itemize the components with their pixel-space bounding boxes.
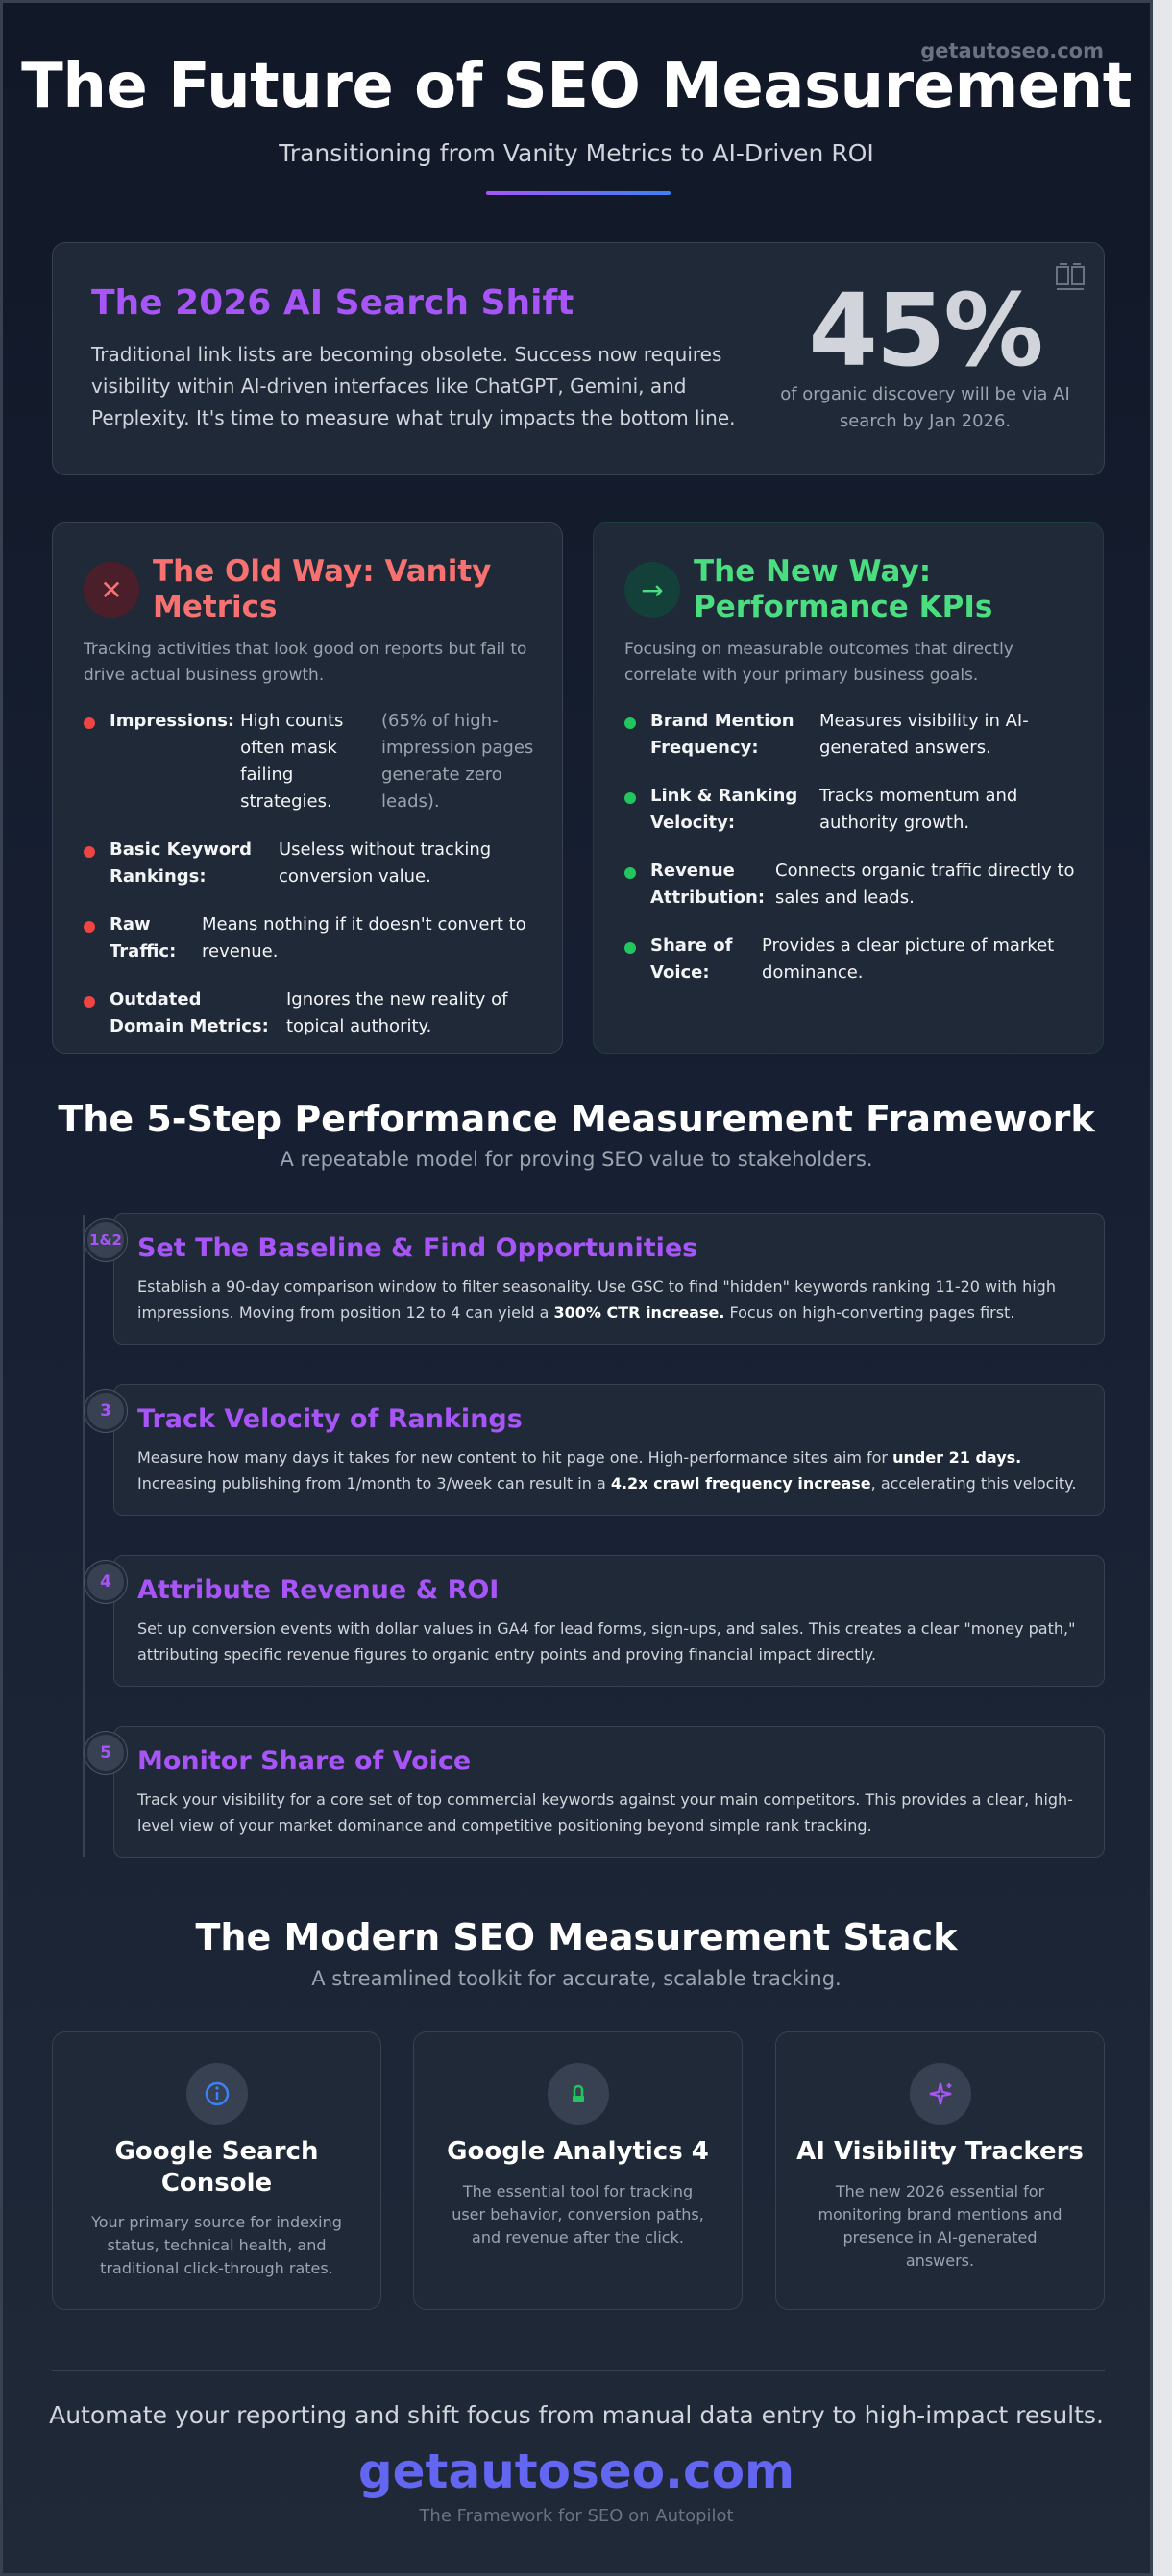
list-item: Raw Traffic: Means nothing if it doesn't… [84, 911, 535, 965]
page-title: The Future of SEO Measurement [21, 51, 1132, 122]
bullet-dot [84, 717, 95, 729]
step-card: Monitor Share of Voice Track your visibi… [113, 1726, 1105, 1858]
step-card: Track Velocity of Rankings Measure how m… [113, 1384, 1105, 1516]
step-badge: 4 [85, 1561, 127, 1603]
bullet-dot [624, 867, 636, 879]
footer-divider [52, 2370, 1105, 2371]
item-value: Provides a clear picture of market domin… [762, 936, 1055, 983]
old-way-title: The Old Way: Vanity Metrics [153, 554, 492, 624]
page-subtitle: Transitioning from Vanity Metrics to AI-… [279, 139, 874, 167]
new-way-list: Brand Mention Frequency: Measures visibi… [624, 708, 1076, 1008]
bullet-dot [84, 921, 95, 933]
sparkle-icon [910, 2063, 971, 2125]
step-body: Track your visibility for a core set of … [137, 1790, 1073, 1835]
item-label: Share of Voice: [650, 936, 733, 983]
bullet-dot [624, 792, 636, 804]
step-badge: 3 [85, 1390, 127, 1432]
page-scrollbar[interactable] [1153, 0, 1172, 2576]
new-way-title: The New Way: Performance KPIs [694, 554, 993, 624]
brand-top[interactable]: getautoseo.com [920, 39, 1104, 62]
stack-subtitle: A streamlined toolkit for accurate, scal… [311, 1967, 842, 1990]
step-title: Set The Baseline & Find Opportunities [137, 1233, 698, 1263]
item-label: Raw Traffic: [110, 914, 177, 961]
list-item: Revenue Attribution: Connects organic tr… [624, 858, 1076, 911]
tool-card-gsc: Google Search Console Your primary sourc… [52, 2031, 381, 2310]
bullet-dot [84, 846, 95, 858]
step-body: Establish a 90-day comparison window to … [137, 1277, 1056, 1322]
arrow-right-icon: → [624, 562, 680, 618]
item-label: Revenue Attribution: [650, 861, 766, 908]
footer-motto: The Framework for SEO on Autopilot [419, 2506, 734, 2526]
item-value: Useless without tracking conversion valu… [279, 839, 492, 887]
tool-description: Your primary source for indexing status,… [91, 2213, 342, 2277]
step-badge: 5 [85, 1732, 127, 1774]
list-item: Link & Ranking Velocity: Tracks momentum… [624, 783, 1076, 837]
bullet-dot [624, 717, 636, 729]
bullet-dot [84, 996, 95, 1008]
footer-brand-link[interactable]: getautoseo.com [357, 2443, 795, 2499]
info-icon [186, 2063, 248, 2125]
tool-title: Google Analytics 4 [447, 2137, 709, 2166]
timeline-line [83, 1215, 85, 1857]
item-value: Connects organic traffic directly to sal… [775, 861, 1075, 908]
tool-description: The essential tool for tracking user beh… [452, 2182, 704, 2247]
ai-shift-body: Traditional link lists are becoming obso… [91, 343, 736, 429]
item-value: Measures visibility in AI-generated answ… [819, 711, 1029, 758]
book-open-icon [1056, 263, 1085, 290]
step-body: Set up conversion events with dollar val… [137, 1619, 1076, 1664]
item-label: Brand Mention Frequency: [650, 711, 794, 758]
item-value: Tracks momentum and authority growth. [819, 786, 1018, 833]
list-item: Outdated Domain Metrics: Ignores the new… [84, 986, 535, 1040]
tool-title: AI Visibility Trackers [796, 2137, 1084, 2166]
step-card: Set The Baseline & Find Opportunities Es… [113, 1213, 1105, 1345]
list-item: Brand Mention Frequency: Measures visibi… [624, 708, 1076, 762]
new-way-card: → The New Way: Performance KPIs Focusing… [593, 522, 1104, 1054]
bullet-dot [624, 942, 636, 954]
tool-title: Google Search Console [114, 2137, 319, 2198]
stat-caption: of organic discovery will be via AI sear… [780, 384, 1070, 431]
framework-subtitle: A repeatable model for proving SEO value… [280, 1148, 873, 1171]
close-icon: ✕ [84, 562, 139, 618]
list-item: Basic Keyword Rankings: Useless without … [84, 837, 535, 890]
tool-card-ga4: Google Analytics 4 The essential tool fo… [413, 2031, 743, 2310]
ai-shift-title: The 2026 AI Search Shift [91, 283, 574, 323]
framework-title: The 5-Step Performance Measurement Frame… [58, 1098, 1095, 1140]
item-value: Means nothing if it doesn't convert to r… [202, 914, 526, 961]
step-body: Measure how many days it takes for new c… [137, 1448, 1077, 1493]
title-underline [486, 191, 671, 195]
item-value: High counts often mask failing strategie… [240, 711, 344, 812]
item-label: Impressions: [110, 711, 235, 731]
item-label: Link & Ranking Velocity: [650, 786, 798, 833]
item-label: Outdated Domain Metrics: [110, 989, 269, 1036]
step-title: Track Velocity of Rankings [137, 1404, 523, 1434]
item-note: (65% of high-impression pages generate z… [381, 711, 534, 812]
item-value: Ignores the new reality of topical autho… [286, 989, 508, 1036]
step-badge: 1&2 [85, 1219, 127, 1261]
step-title: Attribute Revenue & ROI [137, 1575, 500, 1605]
stack-title: The Modern SEO Measurement Stack [195, 1916, 958, 1958]
step-title: Monitor Share of Voice [137, 1746, 472, 1776]
ai-shift-card: The 2026 AI Search Shift Traditional lin… [52, 242, 1105, 475]
old-way-card: ✕ The Old Way: Vanity Metrics Tracking a… [52, 522, 563, 1054]
stat-value: 45% [808, 272, 1044, 389]
old-way-description: Tracking activities that look good on re… [84, 640, 527, 685]
tool-description: The new 2026 essential for monitoring br… [818, 2182, 1062, 2270]
analytics-icon [548, 2063, 609, 2125]
new-way-description: Focusing on measurable outcomes that dir… [624, 640, 1013, 685]
footer-tagline: Automate your reporting and shift focus … [49, 2401, 1104, 2429]
step-card: Attribute Revenue & ROI Set up conversio… [113, 1555, 1105, 1687]
list-item: Share of Voice: Provides a clear picture… [624, 933, 1076, 986]
old-way-list: Impressions: High counts often mask fail… [84, 708, 535, 1061]
tool-card-ai-trackers: AI Visibility Trackers The new 2026 esse… [775, 2031, 1105, 2310]
list-item: Impressions: High counts often mask fail… [84, 708, 535, 815]
item-label: Basic Keyword Rankings: [110, 839, 253, 887]
